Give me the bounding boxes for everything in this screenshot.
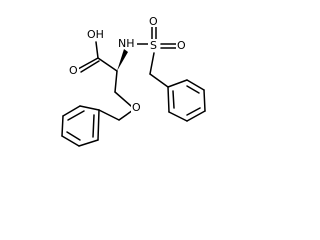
bond-ch2-ring-right [149,73,169,88]
bond-c-o-double-2 [80,60,100,73]
bond-ring-lower-inner-1 [67,110,85,121]
bond-ring-lower-2 [62,105,81,117]
label-bg-o-s-right [176,39,188,51]
atom-o-s-left: O [149,15,158,28]
bond-ring-right-2 [186,79,205,91]
label-bg-o-ether [131,101,143,113]
bond-ring-lower-inner-2 [66,131,81,141]
atom-oh: OH [87,28,104,41]
label-bg-oh [86,28,106,40]
atom-o-ether: O [132,101,141,114]
bond-benzyl-ch2-ring [98,109,120,121]
bond-alpha-nh-wedge [117,49,128,71]
chemical-structure-figure: OH O NH S O O O [61,15,206,147]
bond-ring-right-1 [167,79,188,88]
bond-ring-right-inner-3 [172,90,175,109]
bond-ring-right-6 [167,86,170,113]
atom-s: S [150,39,157,52]
label-bg-s [148,39,160,52]
label-bg-o-s-left [148,15,160,27]
bond-ring-right-inner-1 [186,85,200,94]
bond-ch2-o [114,91,132,107]
bond-ring-lower-3 [61,115,64,137]
label-bg-o-carbonyl [68,64,79,76]
atom-o-carbonyl: O [69,64,78,77]
bond-ring-right-inner-2 [186,107,201,116]
bond-s-ch2 [149,52,155,75]
bond-c-oh [95,41,99,59]
bond-c-o-double-1 [77,57,99,70]
bond-alpha-ch2 [114,70,118,93]
bond-ring-right-3 [203,89,206,112]
bond-ring-right-5 [168,111,188,122]
bond-carbonyl-alpha [97,57,118,72]
label-bg-nh [117,37,137,49]
bond-ring-right-4 [186,110,206,122]
bond-ring-lower-1 [79,105,100,111]
bond-ring-lower-6 [97,109,100,141]
molecule-drawing: OH O NH S O O O [61,15,206,147]
atom-nh: NH [118,37,135,50]
bond-ring-lower-4 [61,135,80,147]
bond-ring-lower-5 [78,139,99,147]
bond-ring-lower-inner-3 [92,114,95,138]
atom-o-s-right: O [177,39,186,52]
